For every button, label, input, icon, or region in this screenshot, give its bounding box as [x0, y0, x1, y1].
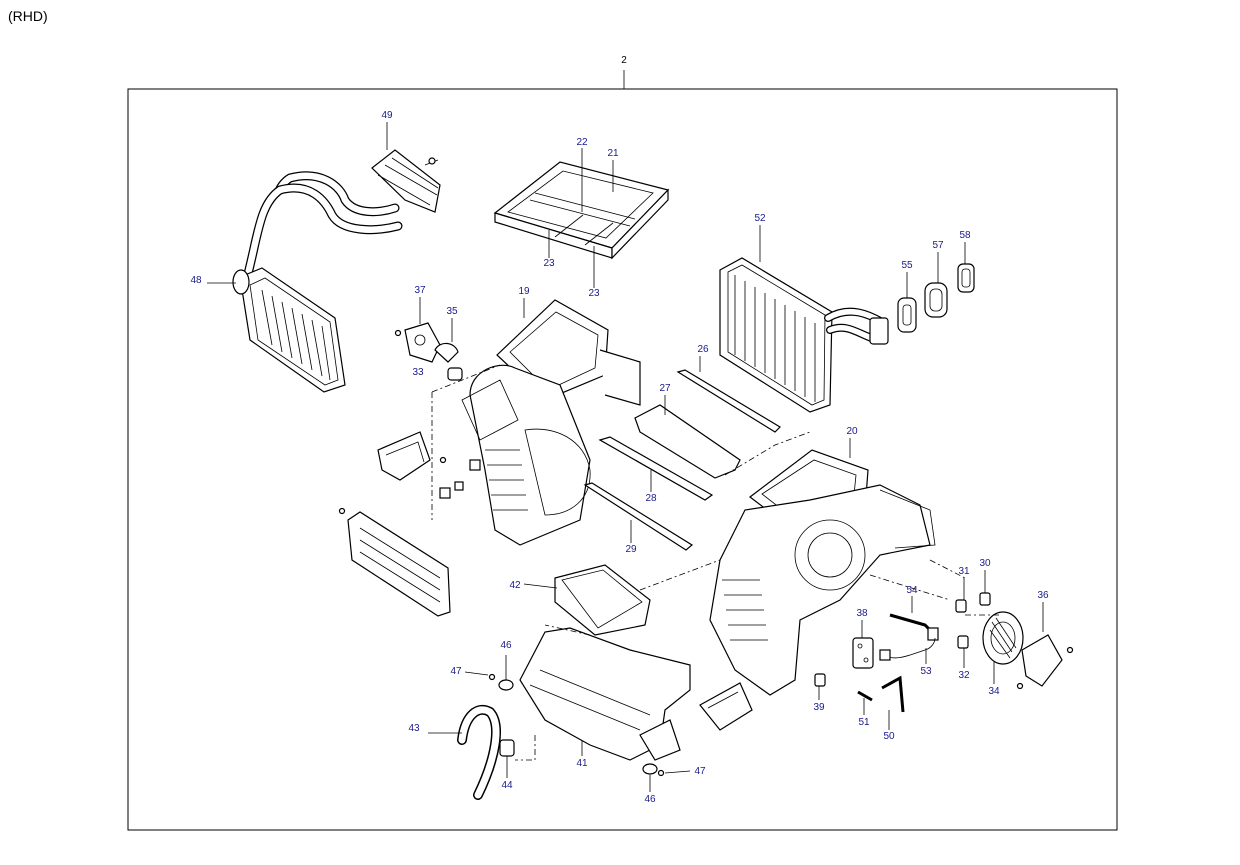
door-strip-29[interactable]: [583, 482, 694, 551]
callout-31: 31: [958, 566, 970, 577]
callout-48: 48: [190, 275, 202, 286]
door-strip-28[interactable]: [598, 436, 714, 501]
callout-34: 34: [988, 686, 1000, 697]
blower-fan[interactable]: [982, 611, 1024, 665]
callout-55: 55: [901, 260, 913, 271]
screw-47-top[interactable]: [488, 673, 496, 681]
clip-33[interactable]: [447, 367, 463, 381]
clip-30[interactable]: [979, 592, 991, 606]
right-case[interactable]: [709, 449, 936, 696]
washer-46-top[interactable]: [498, 679, 514, 691]
callout-19: 19: [518, 286, 530, 297]
callout-51: 51: [858, 717, 870, 728]
hose-clamp[interactable]: [499, 739, 515, 757]
callout-32: 32: [958, 670, 970, 681]
hose-bracket[interactable]: [371, 149, 441, 213]
callout-22: 22: [576, 137, 588, 148]
seal-57[interactable]: [924, 282, 948, 318]
front-duct-bottom[interactable]: [699, 682, 753, 731]
callout-28: 28: [645, 493, 657, 504]
callout-35: 35: [446, 306, 458, 317]
front-duct-left[interactable]: [377, 431, 431, 481]
callout-43: 43: [408, 723, 420, 734]
callout-37: 37: [414, 285, 426, 296]
callout-39: 39: [813, 702, 825, 713]
side-heater-panel[interactable]: [347, 511, 451, 617]
actuator-link[interactable]: [434, 342, 459, 363]
callout-23b: 23: [588, 288, 600, 299]
callout-29: 29: [625, 544, 637, 555]
mounting-clips[interactable]: [338, 456, 481, 515]
left-case[interactable]: [461, 299, 641, 546]
heater-core[interactable]: [232, 171, 403, 393]
door-strip-26[interactable]: [676, 369, 781, 433]
filter-cover[interactable]: [493, 161, 670, 260]
callout-36: 36: [1037, 590, 1049, 601]
callout-21: 21: [607, 148, 619, 159]
screw-47-bottom[interactable]: [657, 769, 665, 777]
callout-53: 53: [920, 666, 932, 677]
callout-50: 50: [883, 731, 895, 742]
callout-30: 30: [979, 558, 991, 569]
callout-57: 57: [932, 240, 944, 251]
assembly-frame: [127, 88, 1118, 831]
callout-23a: 23: [543, 258, 555, 269]
blower-motor[interactable]: [1016, 634, 1074, 690]
clip-32[interactable]: [957, 635, 969, 649]
seal-58[interactable]: [957, 263, 975, 293]
wire-53[interactable]: [879, 637, 936, 661]
callout-33: 33: [412, 367, 424, 378]
lower-case[interactable]: [519, 627, 691, 761]
callout-52: 52: [754, 213, 766, 224]
callout-47-bottom: 47: [694, 766, 706, 777]
mode-actuator[interactable]: [394, 322, 441, 363]
callout-44: 44: [501, 780, 513, 791]
leader-lines: [207, 122, 1044, 792]
seal-55[interactable]: [897, 297, 917, 333]
callout-46-bottom: 46: [644, 794, 656, 805]
callout-49: 49: [381, 110, 393, 121]
callout-47-top: 47: [450, 666, 462, 677]
callout-58: 58: [959, 230, 971, 241]
resistor-38[interactable]: [852, 637, 874, 669]
callout-54: 54: [906, 585, 918, 596]
callout-42: 42: [509, 580, 521, 591]
assembly-number: 2: [621, 55, 627, 66]
sensor-51[interactable]: [857, 690, 873, 702]
variant-label: (RHD): [8, 8, 48, 24]
connector-39[interactable]: [814, 673, 826, 687]
callout-38: 38: [856, 608, 868, 619]
door-plate-27[interactable]: [634, 404, 741, 479]
evaporator[interactable]: [719, 257, 889, 413]
callout-labels: 49 22 21 23 23 48 52 55 57 58 37 35 19 3…: [190, 110, 1049, 805]
callout-26: 26: [697, 344, 709, 355]
callout-46-top: 46: [500, 640, 512, 651]
sensor-50[interactable]: [881, 675, 905, 713]
drain-hose[interactable]: [457, 704, 501, 800]
assembly-lines: [431, 364, 1000, 761]
washer-46-bottom[interactable]: [642, 763, 658, 775]
callout-20: 20: [846, 426, 858, 437]
callout-27: 27: [659, 383, 671, 394]
clip-31[interactable]: [955, 599, 967, 613]
sensor-54[interactable]: [889, 613, 939, 641]
callout-41: 41: [576, 758, 588, 769]
filter-box[interactable]: [554, 564, 651, 636]
